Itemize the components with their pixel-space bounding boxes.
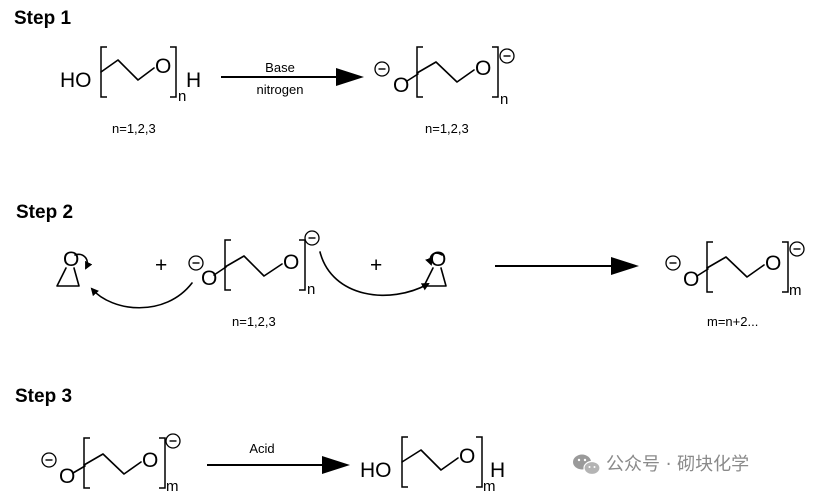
repeat-bracket-left: [416, 46, 423, 98]
hydroxyl-group: HO: [60, 69, 92, 92]
alkoxide-oxygen: O: [59, 465, 75, 488]
plus-sign: +: [155, 254, 167, 277]
negative-charge-icon: [374, 61, 390, 77]
repeat-subscript: n: [178, 88, 186, 105]
ethylene-chain: [416, 61, 475, 83]
repeat-bracket-right: [159, 437, 166, 489]
step-3-product: HO O m H: [360, 436, 505, 495]
alkoxide-oxygen: O: [201, 267, 217, 290]
repeat-bracket-left: [224, 239, 231, 291]
repeat-bracket-right: [782, 241, 789, 293]
repeat-subscript: n: [500, 91, 508, 108]
step-3-reactant: O O m: [41, 433, 181, 495]
attack-arrow-left: [90, 282, 193, 309]
ether-oxygen: O: [155, 55, 171, 78]
conditions-below: nitrogen: [257, 82, 304, 97]
alkoxide-oxygen: O: [683, 268, 699, 291]
epoxide-oxygen: O: [63, 248, 79, 271]
hydroxyl-group: HO: [360, 459, 392, 482]
repeat-bracket-right: [299, 239, 306, 291]
step-2-alkoxide-note: n=1,2,3: [232, 314, 276, 329]
repeat-subscript: n: [307, 281, 315, 298]
negative-charge-icon: [188, 255, 204, 271]
repeat-subscript: m: [789, 282, 802, 299]
electron-arrow: [74, 253, 93, 270]
repeat-bracket-left: [706, 241, 713, 293]
electron-arrow: [425, 252, 443, 266]
ether-oxygen: O: [142, 449, 158, 472]
conditions-above: Acid: [249, 441, 274, 456]
step-2-product-note: m=n+2...: [707, 314, 758, 329]
negative-charge-icon: [304, 230, 320, 246]
repeat-bracket-left: [83, 437, 90, 489]
wechat-icon: [573, 454, 601, 476]
step-1-arrow: Base nitrogen: [221, 60, 364, 97]
step-2-label: Step 2: [16, 202, 73, 223]
negative-charge-icon: [165, 433, 181, 449]
step-2-alkoxide: O O n n=1,2,3: [188, 230, 320, 329]
epoxide-right: O: [423, 248, 447, 287]
step-1-label: Step 1: [14, 8, 71, 29]
alkoxide-oxygen: O: [393, 74, 409, 97]
watermark-text: 公众号 · 砌块化学: [606, 454, 749, 475]
step-1-reactant: HO O n H n=1,2,3: [60, 46, 201, 136]
ethylene-chain: [224, 255, 283, 277]
negative-charge-icon: [499, 48, 515, 64]
attack-arrow-right: [319, 251, 430, 296]
plus-sign: +: [370, 254, 382, 277]
repeat-subscript: m: [483, 478, 496, 495]
conditions-above: Base: [265, 60, 295, 75]
ether-oxygen: O: [475, 57, 491, 80]
step-2-product: O O m m=n+2...: [665, 241, 805, 329]
ether-oxygen: O: [765, 252, 781, 275]
repeat-bracket-right: [492, 46, 499, 98]
ether-oxygen: O: [283, 251, 299, 274]
step-1-reactant-note: n=1,2,3: [112, 121, 156, 136]
repeat-bracket-right: [170, 46, 177, 98]
negative-charge-icon: [41, 452, 57, 468]
step-1-product-note: n=1,2,3: [425, 121, 469, 136]
terminal-hydrogen: H: [186, 69, 201, 92]
step-1-product: O O n n=1,2,3: [374, 46, 515, 136]
watermark: 公众号 · 砌块化学: [573, 454, 749, 476]
ethylene-chain: [401, 449, 459, 471]
step-3-arrow: Acid: [207, 441, 350, 474]
negative-charge-icon: [665, 255, 681, 271]
repeat-bracket-right: [476, 436, 483, 488]
negative-charge-icon: [789, 241, 805, 257]
repeat-subscript: m: [166, 478, 179, 495]
ether-oxygen: O: [459, 445, 475, 468]
step-3-label: Step 3: [15, 386, 72, 407]
ethylene-chain: [83, 453, 142, 475]
terminal-hydrogen: H: [490, 459, 505, 482]
ethylene-chain: [706, 256, 765, 278]
epoxide-left: O: [56, 248, 93, 287]
step-2-arrow: [495, 257, 639, 275]
ethylene-chain: [100, 59, 155, 81]
